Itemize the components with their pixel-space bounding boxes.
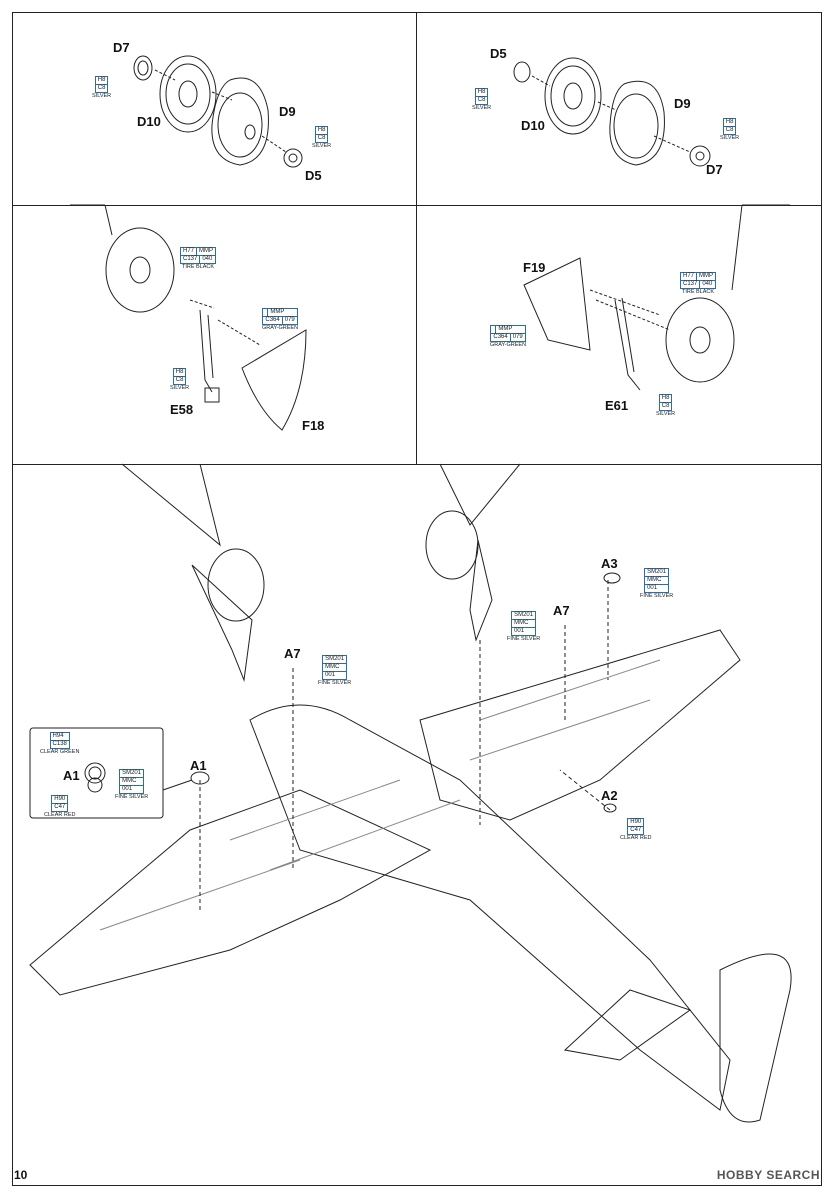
label-a7-right: A7 (553, 603, 570, 618)
label-d9-tl: D9 (279, 104, 296, 119)
label-a1: A1 (190, 758, 207, 773)
part-f19-well (523, 257, 591, 351)
part-f18-door (241, 329, 307, 431)
mid-left-tire (105, 227, 175, 313)
a1-inset (29, 727, 164, 819)
label-d5-tl: D5 (305, 168, 322, 183)
label-a3: A3 (601, 556, 618, 571)
tail-fin (719, 953, 792, 1123)
label-d10-tr: D10 (521, 118, 545, 133)
part-d9-tire (211, 77, 269, 166)
label-d7-tr: D7 (706, 162, 723, 177)
label-f19: F19 (523, 260, 546, 275)
part-a3 (603, 572, 621, 584)
label-e58: E58 (170, 402, 194, 417)
label-d5-tr: D5 (490, 46, 507, 61)
page-number: 10 (14, 1168, 28, 1182)
part-d10-wheel-half (159, 55, 217, 133)
label-d7-tl: D7 (113, 40, 130, 55)
label-d10-tl: D10 (137, 114, 161, 129)
mid-right-tire (665, 297, 735, 383)
fuselage (249, 704, 731, 1111)
part-a1 (190, 771, 210, 785)
part-a2 (603, 803, 617, 813)
watermark: HOBBY SEARCH (716, 1168, 820, 1182)
part-d5-hub (283, 148, 303, 168)
part-d7-hub (133, 55, 153, 81)
main-right-tire (425, 510, 479, 580)
label-f18: F18 (302, 418, 325, 433)
label-e61: E61 (605, 398, 629, 413)
label-a1-inset: A1 (63, 768, 80, 783)
tail-plane (563, 989, 692, 1061)
wing-left (29, 789, 432, 996)
wing-right (419, 629, 741, 821)
panel-main (12, 464, 822, 1186)
label-a2: A2 (601, 788, 618, 803)
part-d7-hub-r (689, 145, 711, 167)
label-a7-left: A7 (284, 646, 301, 661)
label-d9-tr: D9 (674, 96, 691, 111)
part-d5-hub-r (513, 61, 531, 83)
main-left-tire (207, 548, 265, 622)
